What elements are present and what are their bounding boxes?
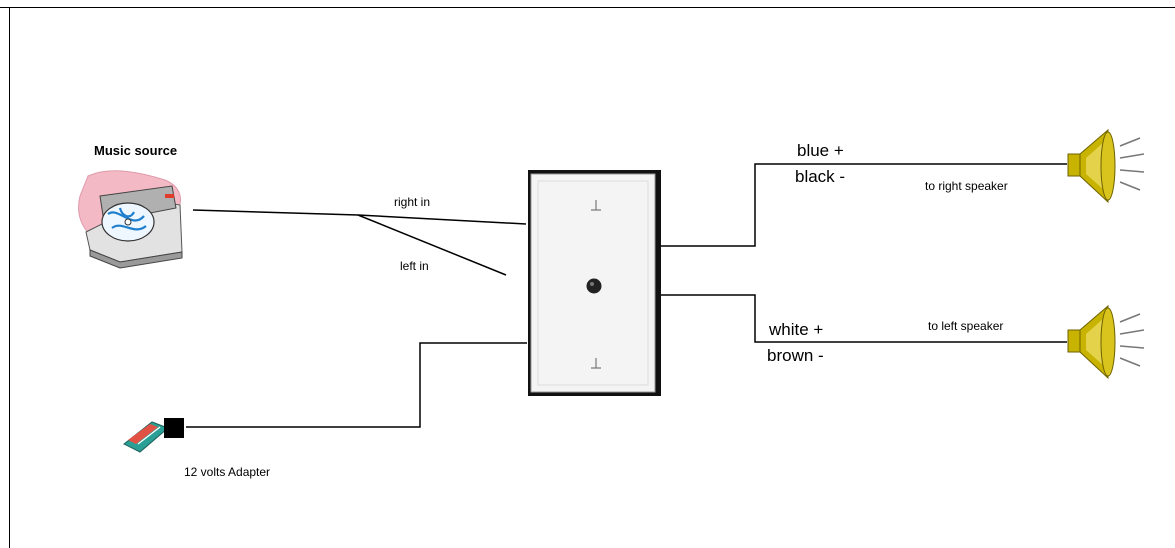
to-left-speaker-label: to left speaker bbox=[928, 319, 1004, 333]
power-adapter-icon bbox=[123, 418, 184, 453]
right-in-wire bbox=[192, 209, 527, 225]
top-screw bbox=[591, 200, 601, 211]
left-in-label: left in bbox=[400, 259, 429, 273]
left-speaker-wire bbox=[660, 294, 1067, 343]
adapter-wire bbox=[186, 342, 527, 428]
black-minus-label: black - bbox=[795, 167, 846, 186]
adapter-label: 12 volts Adapter bbox=[184, 465, 271, 479]
brown-minus-label: brown - bbox=[767, 346, 824, 365]
left-speaker-icon bbox=[1067, 304, 1145, 380]
white-plus-label: white + bbox=[769, 320, 824, 339]
left-in-wire bbox=[357, 214, 507, 276]
right-speaker-icon bbox=[1067, 128, 1145, 204]
adapter-plug bbox=[164, 418, 184, 438]
music-source-label: Music source bbox=[94, 143, 178, 158]
wires bbox=[186, 163, 1067, 428]
plate-inner-edge bbox=[537, 180, 649, 386]
right-speaker-wire bbox=[660, 163, 1067, 247]
right-in-label: right in bbox=[394, 195, 431, 209]
blue-plus-label: blue + bbox=[797, 141, 844, 160]
wall-jack-plate bbox=[528, 170, 661, 396]
cd-player-icon bbox=[78, 170, 183, 269]
bottom-screw bbox=[591, 358, 601, 369]
jack-hole bbox=[586, 278, 602, 294]
to-right-speaker-label: to right speaker bbox=[925, 179, 1008, 193]
